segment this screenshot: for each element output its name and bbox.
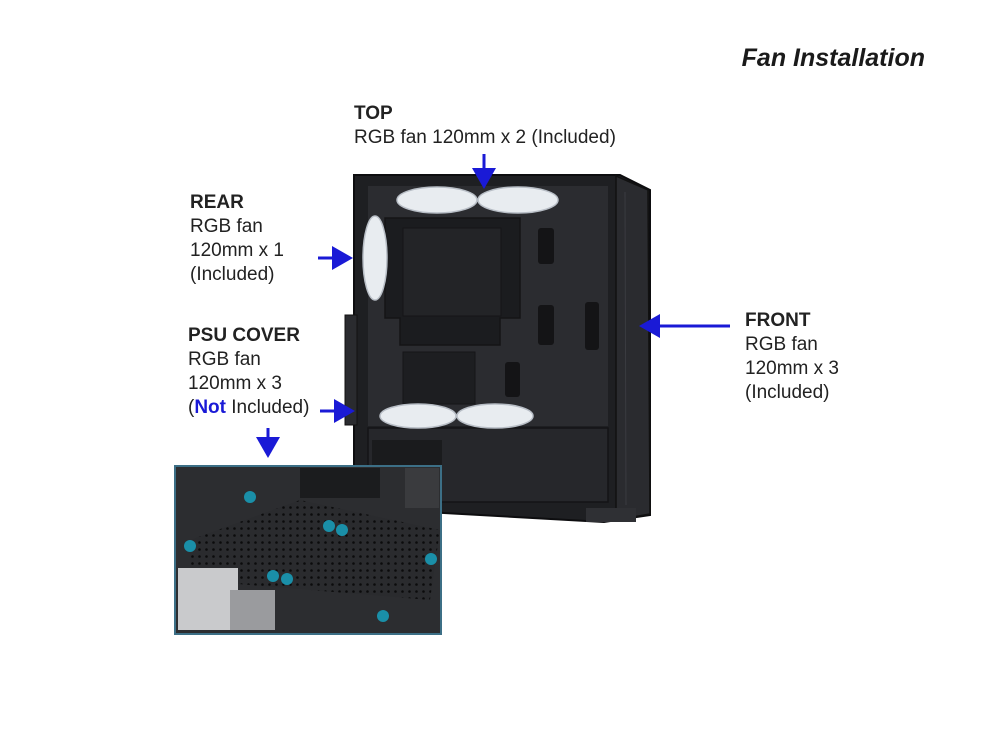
psu-line-1: RGB fan (188, 349, 261, 370)
top-fans (396, 186, 559, 214)
front-line-3: (Included) (745, 382, 830, 403)
rear-line-1: RGB fan (190, 216, 263, 237)
diagram-title: Fan Installation (741, 44, 925, 72)
fan-mount-point (377, 610, 389, 622)
rear-heading: REAR (190, 192, 244, 213)
fan-mount-point (323, 520, 335, 532)
psu-line-3: (Not Included) (188, 396, 309, 420)
front-fan-label: FRONT RGB fan 120mm x 3 (Included) (745, 309, 839, 405)
front-line-1: RGB fan (745, 334, 818, 355)
fan-mount-point (425, 553, 437, 565)
fan-mount-point (184, 540, 196, 552)
pc-case (344, 174, 651, 524)
front-heading: FRONT (745, 310, 811, 331)
psu-paren-close: Included) (225, 397, 310, 418)
top-detail: RGB fan 120mm x 2 (Included) (354, 127, 616, 148)
fan-mount-point (281, 573, 293, 585)
psu-heading: PSU COVER (188, 325, 300, 346)
case-foot (586, 508, 636, 522)
front-panel (615, 174, 651, 521)
psu-cover-fans (379, 403, 534, 429)
psu-fan-label: PSU COVER RGB fan 120mm x 3 (Not Include… (188, 324, 309, 420)
rear-pci-slots (344, 314, 358, 426)
psu-not-note: Not (194, 397, 226, 418)
psu-fan-1 (379, 403, 457, 429)
top-fan-label: TOP RGB fan 120mm x 2 (Included) (354, 102, 616, 150)
rear-fan-label: REAR RGB fan 120mm x 1 (Included) (190, 191, 284, 287)
front-line-2: 120mm x 3 (745, 358, 839, 379)
psu-line-2: 120mm x 3 (188, 373, 282, 394)
psu-cover-inset (174, 465, 442, 635)
psu-paren-open: ( (188, 397, 195, 418)
rear-fan (362, 215, 388, 301)
rear-line-2: 120mm x 1 (190, 240, 284, 261)
fan-mount-point (267, 570, 279, 582)
fan-mount-point (336, 524, 348, 536)
fan-mount-point (244, 491, 256, 503)
top-heading: TOP (354, 103, 393, 124)
psu-fan-2 (456, 403, 534, 429)
perforated-cover (190, 500, 440, 600)
rear-line-3: (Included) (190, 264, 275, 285)
top-fan-1 (396, 186, 478, 214)
top-fan-2 (477, 186, 559, 214)
